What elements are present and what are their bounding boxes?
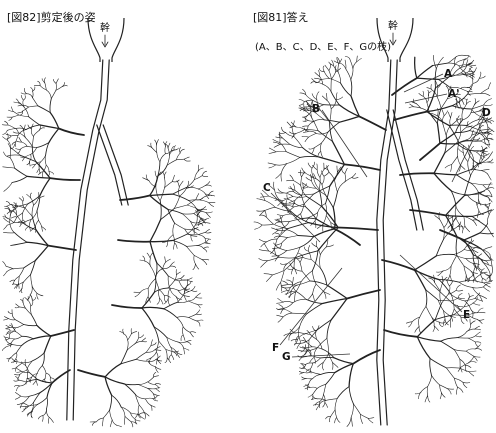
leader-e bbox=[400, 255, 462, 312]
leader-a-prime bbox=[405, 94, 447, 103]
figure-81-trunk-top bbox=[377, 18, 413, 62]
leader-f bbox=[280, 268, 342, 345]
figure-82-trunk-top bbox=[88, 18, 124, 62]
figure-82-tree bbox=[2, 60, 215, 427]
leader-d bbox=[452, 118, 484, 182]
trunk-arrow-82 bbox=[102, 35, 108, 47]
figure-81-tree bbox=[254, 55, 494, 426]
leader-b bbox=[322, 110, 367, 177]
leader-g bbox=[292, 354, 350, 357]
trunk-arrow-81 bbox=[390, 33, 396, 45]
